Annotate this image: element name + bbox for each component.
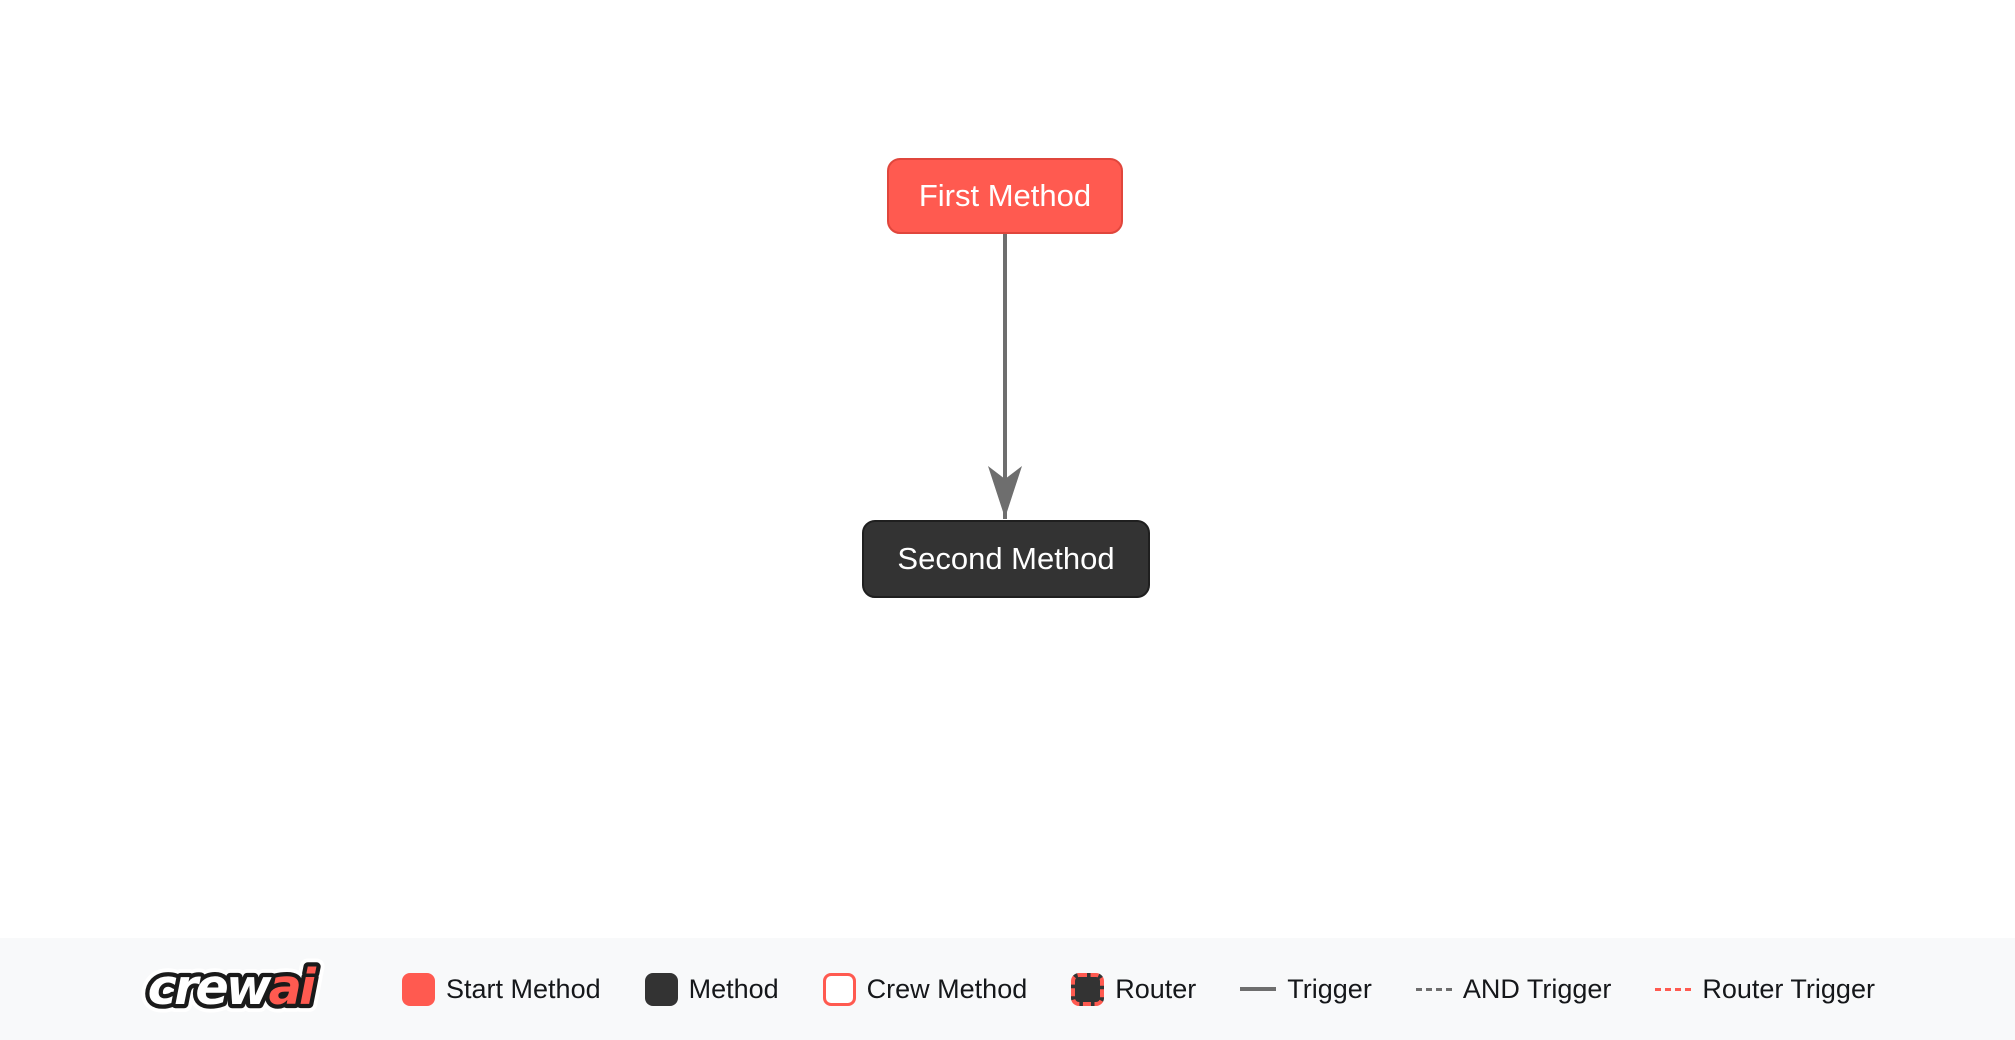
legend-label: Method — [688, 973, 779, 1004]
edge-layer — [988, 234, 1022, 519]
router-swatch-icon — [1071, 972, 1105, 1006]
and-trigger-line-icon — [1415, 987, 1452, 991]
start-method-swatch-icon — [402, 972, 436, 1006]
flow-canvas[interactable]: First Method Second Method — [0, 0, 2015, 938]
trigger-edge — [988, 234, 1022, 519]
arrowhead-icon — [988, 466, 1022, 518]
legend-bar: crewai crewai crewai Start Method Method… — [0, 938, 2015, 1040]
router-trigger-line-icon — [1655, 987, 1692, 991]
legend-label: Start Method — [446, 973, 601, 1004]
legend-label: Crew Method — [866, 973, 1028, 1004]
trigger-line-icon — [1240, 987, 1277, 991]
legend-label: AND Trigger — [1462, 973, 1612, 1004]
legend-label: Trigger — [1287, 973, 1372, 1004]
node-first-method[interactable]: First Method — [887, 158, 1123, 234]
svg-text:crewai: crewai — [148, 958, 317, 1016]
node-second-method-label: Second Method — [897, 541, 1115, 576]
legend-label: Router Trigger — [1702, 973, 1875, 1004]
legend-item-method: Method — [644, 972, 779, 1006]
method-swatch-icon — [644, 972, 678, 1006]
legend-item-trigger: Trigger — [1240, 974, 1372, 1005]
node-first-method-label: First Method — [918, 178, 1092, 213]
legend-item-router: Router — [1071, 972, 1197, 1006]
crewai-logo: crewai crewai crewai — [140, 950, 328, 1024]
legend-label: Router — [1115, 973, 1197, 1004]
crew-method-swatch-icon — [822, 972, 856, 1006]
legend-item-start-method: Start Method — [402, 972, 601, 1006]
node-second-method[interactable]: Second Method — [862, 520, 1150, 598]
legend-item-crew-method: Crew Method — [822, 972, 1028, 1006]
legend-item-router-trigger: Router Trigger — [1655, 974, 1875, 1005]
legend-item-and-trigger: AND Trigger — [1415, 973, 1612, 1005]
